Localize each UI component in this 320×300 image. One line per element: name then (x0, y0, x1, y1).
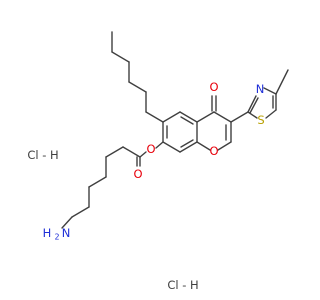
thiazole-nitrogen-label: N (256, 82, 265, 96)
amine-h2-subscript: 2 (54, 233, 59, 242)
hcl-salt-1: Cl - H (27, 148, 58, 162)
amine-h-label: H (43, 226, 52, 240)
hexyl-chain (111, 31, 164, 123)
structure-canvas: O O O O N S H 2 N Cl - H Cl - H (27, 31, 289, 292)
molecule-drawing: O O O O N S H 2 N Cl - H Cl - H (27, 31, 289, 292)
pyranone-ring (196, 95, 232, 151)
thiazole-sulfur-label: S (257, 113, 264, 127)
ketone-oxygen-label: O (209, 80, 218, 94)
ester-oxygen-label: O (146, 142, 155, 156)
ring-oxygen-label: O (209, 144, 218, 158)
benzo-ring (162, 111, 198, 153)
thiazole-ring (230, 69, 289, 123)
hcl-salt-2: Cl - H (167, 278, 198, 292)
carbonyl-oxygen-label: O (133, 167, 142, 181)
amine-n-label: N (62, 226, 71, 240)
amine-group-label: H 2 N (43, 226, 71, 242)
ester-chain (61, 141, 164, 229)
